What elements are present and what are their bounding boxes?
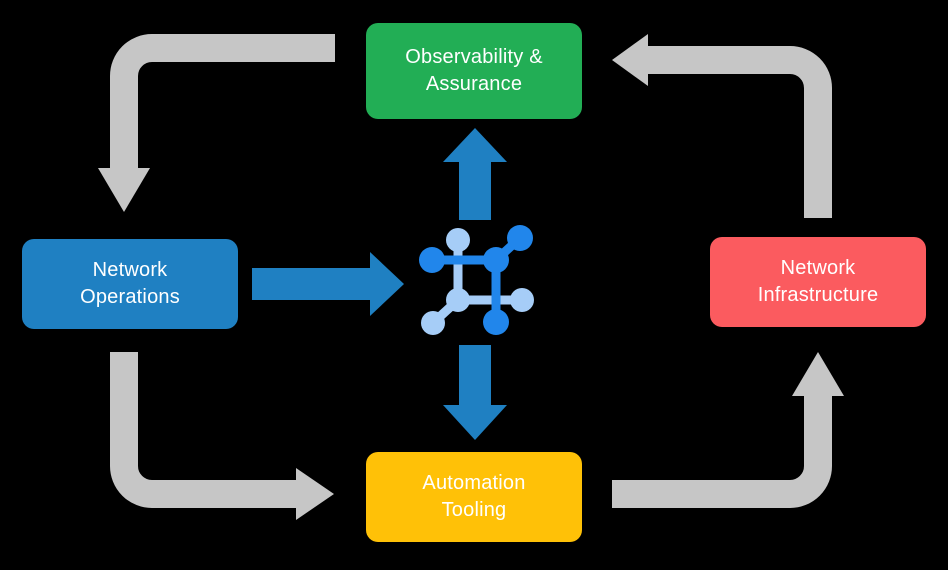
node-label-automation-tooling: Automation Tooling	[422, 472, 526, 521]
node-box-network-infrastructure[interactable]: Network Infrastructure	[710, 237, 926, 327]
node-box-automation-tooling[interactable]: Automation Tooling	[366, 452, 582, 542]
network-topology-icon	[419, 225, 534, 335]
node-box-observability[interactable]: Observability & Assurance	[366, 23, 582, 119]
gray-arrow-automation-to-infrastructure	[612, 352, 844, 508]
gray-arrow-infrastructure-to-observability	[612, 34, 832, 218]
node-box-network-operations[interactable]: Network Operations	[22, 239, 238, 329]
node-label-observability: Observability & Assurance	[405, 46, 543, 95]
gray-arrow-operations-to-automation	[110, 352, 334, 520]
blue-arrow-operations-to-center	[252, 252, 404, 316]
gray-arrow-observability-to-operations	[98, 34, 335, 212]
blue-arrow-center-to-observability	[443, 128, 507, 220]
blue-arrow-center-to-automation	[443, 345, 507, 440]
node-label-network-infrastructure: Network Infrastructure	[757, 257, 879, 306]
node-label-network-operations: Network Operations	[80, 259, 180, 308]
